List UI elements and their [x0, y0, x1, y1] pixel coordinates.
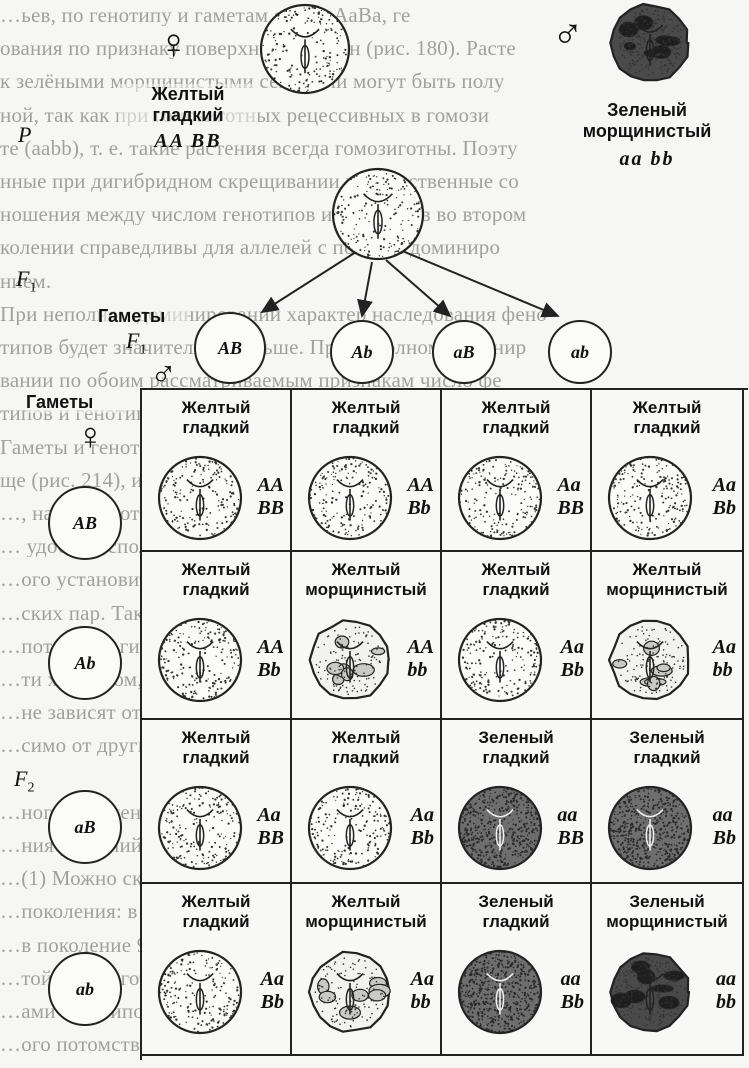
female-symbol-icon: ♀	[158, 22, 190, 68]
cell-seed	[307, 455, 393, 541]
f1-gamete-1: AB	[194, 312, 266, 384]
background-text-line: нием.	[0, 269, 52, 292]
parent-seed-green-wrinkled	[609, 2, 690, 82]
cell-seed	[307, 950, 391, 1033]
cell-seed	[457, 617, 543, 703]
punnett-male-symbol-icon: ♂	[150, 354, 177, 394]
cell-seed	[607, 619, 690, 701]
generation-f2-label: F2	[14, 766, 35, 796]
f1-gametes-label: Гаметы	[98, 306, 188, 327]
punnett-f1-label: F1	[126, 328, 147, 358]
cell-seed	[308, 619, 390, 700]
cell-seed	[609, 952, 691, 1033]
cell-seed	[457, 785, 543, 871]
f1-seed-yellow-smooth	[331, 167, 425, 261]
generation-p-label: P	[18, 122, 32, 147]
background-text-line: ования по признаку поверхности семян (ри…	[0, 37, 516, 60]
punnett-gametes-label: Гаметы	[26, 392, 126, 413]
cell-seed	[157, 455, 243, 541]
f1-gamete-3: aB	[432, 320, 496, 384]
background-text-line: те (aabb), т. е. такие растения всегда г…	[0, 136, 518, 159]
f1-gamete-4: ab	[548, 320, 612, 384]
cell-seed	[607, 785, 693, 871]
male-symbol-icon: ♂	[552, 12, 584, 58]
cell-seed	[457, 949, 543, 1035]
cell-seed	[157, 785, 243, 871]
cell-seed	[307, 785, 393, 871]
female-phenotype-label: Желтый гладкий	[118, 84, 258, 126]
cell-seed	[607, 455, 693, 541]
punnett-female-symbol-icon: ♀	[76, 416, 105, 458]
cell-seed	[157, 617, 243, 703]
arrow-to-gamete-ab3	[385, 259, 452, 318]
female-genotype: AA BB	[154, 130, 222, 152]
f1-gamete-2: Ab	[330, 320, 394, 384]
row-gamete-2: Ab	[48, 626, 122, 700]
male-phenotype-label: Зеленый морщинистый	[572, 100, 722, 142]
male-genotype: aa bb	[619, 148, 675, 170]
arrow-to-gamete-ab2	[357, 261, 373, 318]
arrow-to-gamete-ab4	[399, 249, 560, 318]
row-gamete-1: AB	[48, 486, 122, 560]
row-gamete-3: aB	[48, 790, 122, 864]
generation-f1-label: F1	[16, 266, 37, 296]
row-gamete-4: ab	[48, 952, 122, 1026]
f1-gamete-arrows	[260, 249, 560, 318]
arrow-to-gamete-ab1	[260, 251, 357, 314]
parent-seed-yellow-smooth	[259, 3, 351, 95]
cell-seed	[457, 455, 543, 541]
cell-seed	[157, 949, 243, 1035]
